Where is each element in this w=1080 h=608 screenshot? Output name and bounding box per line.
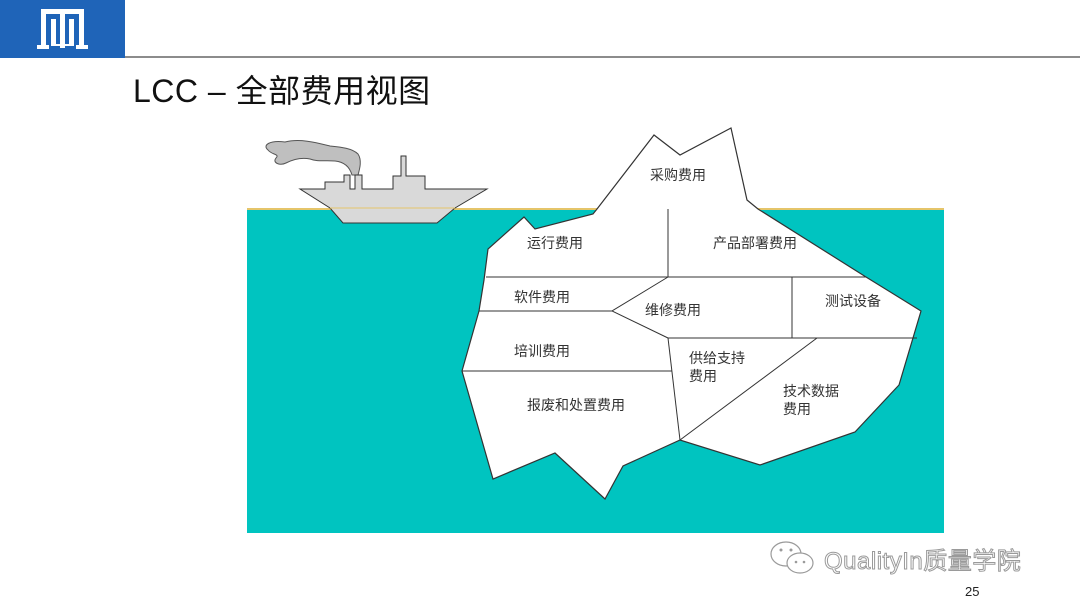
slide-title: LCC – 全部费用视图 xyxy=(133,73,431,109)
ship-icon xyxy=(265,140,489,224)
label-procurement-cost: 采购费用 xyxy=(650,168,706,184)
label-deployment-cost: 产品部署费用 xyxy=(713,236,797,252)
label-training-cost: 培训费用 xyxy=(514,344,570,360)
label-supply-support-cost: 供给支持 费用 xyxy=(689,351,745,385)
page-number: 25 xyxy=(965,584,980,599)
header-divider xyxy=(125,56,1080,58)
wechat-icon xyxy=(770,541,814,574)
watermark: QualityIn质量学院 xyxy=(768,538,1021,578)
label-operation-cost: 运行费用 xyxy=(527,236,583,252)
columns-gate-logo-icon xyxy=(37,9,88,49)
label-disposal-cost: 报废和处置费用 xyxy=(527,398,625,414)
label-technical-data-cost: 技术数据 费用 xyxy=(783,384,839,418)
watermark-text: QualityIn质量学院 xyxy=(823,547,1022,575)
label-software-cost: 软件费用 xyxy=(514,290,570,306)
label-test-equipment: 测试设备 xyxy=(825,294,881,310)
logo-block xyxy=(0,0,125,58)
label-maintenance-cost: 维修费用 xyxy=(645,303,701,319)
iceberg xyxy=(461,127,922,500)
